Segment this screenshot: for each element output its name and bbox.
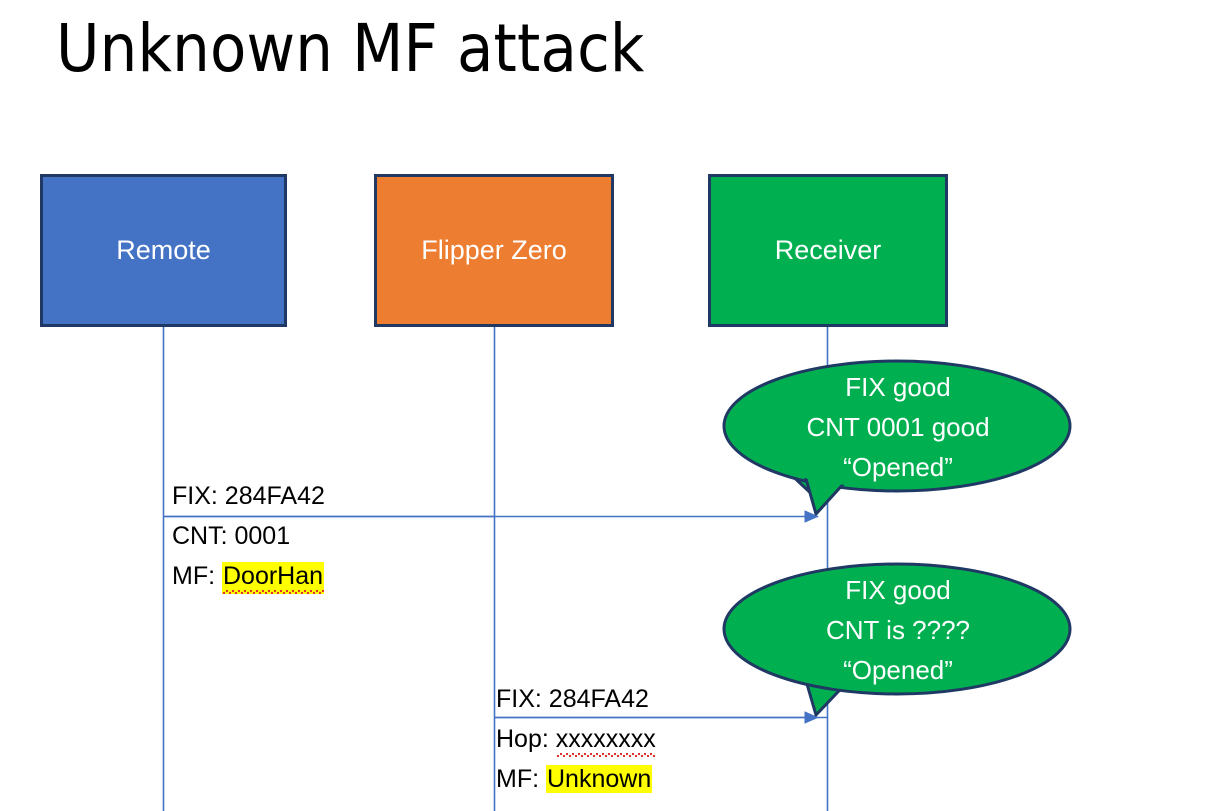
- message-1-line-2-label: CNT:: [172, 522, 235, 550]
- callout-bubble-2: [722, 562, 1072, 717]
- message-2-line-1: FIX: 284FA42: [496, 679, 656, 719]
- message-1-line-1-value: 284FA42: [224, 482, 325, 510]
- message-1-line-2: CNT: 0001: [172, 516, 325, 556]
- message-1-line-3-label: MF:: [172, 562, 222, 590]
- message-2-line-2-label: Hop:: [496, 725, 556, 753]
- message-1-line-3-value: DoorHan: [222, 562, 324, 594]
- callout-bubble-1: [722, 359, 1072, 516]
- actor-label-flipper: Flipper Zero: [421, 235, 567, 265]
- message-1-line-1-label: FIX:: [172, 482, 225, 510]
- message-1-line-2-value: 0001: [234, 522, 291, 550]
- actor-box-remote[interactable]: Remote: [40, 174, 287, 327]
- actor-box-receiver[interactable]: Receiver: [708, 174, 948, 327]
- message-2-line-1-value: 284FA42: [548, 685, 649, 713]
- message-2-line-3-label: MF:: [496, 765, 546, 793]
- message-label-2: FIX: 284FA42 Hop: xxxxxxxx MF: Unknown: [496, 679, 656, 799]
- page-title: Unknown MF attack: [56, 10, 645, 87]
- message-2-line-2-value: xxxxxxxx: [555, 725, 656, 757]
- actor-label-remote: Remote: [116, 235, 211, 265]
- actor-label-receiver: Receiver: [774, 235, 882, 265]
- message-2-line-2: Hop: xxxxxxxx: [496, 719, 656, 759]
- message-2-line-3-value: Unknown: [546, 765, 653, 793]
- message-2-line-3: MF: Unknown: [496, 759, 656, 799]
- actor-box-flipper[interactable]: Flipper Zero: [374, 174, 614, 327]
- message-1-line-1: FIX: 284FA42: [172, 476, 325, 516]
- message-1-line-3: MF: DoorHan: [172, 556, 325, 596]
- message-2-line-1-label: FIX:: [496, 685, 549, 713]
- message-label-1: FIX: 284FA42 CNT: 0001 MF: DoorHan: [172, 476, 325, 596]
